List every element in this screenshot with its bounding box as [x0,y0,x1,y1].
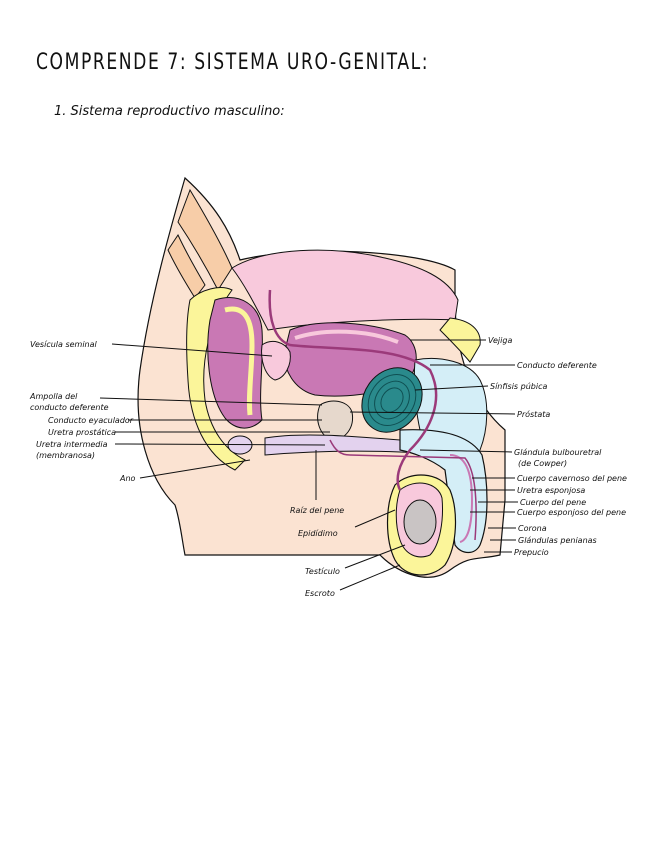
label-prostata: Próstata [517,409,550,419]
page-title: COMPRENDE 7: SISTEMA URO-GENITAL: [36,50,430,75]
yellow-fat-posterior [186,287,246,471]
urethra-line [329,439,477,541]
label-prepucio: Prepucio [514,548,549,557]
label-raiz-pene: Raíz del pene [290,506,344,515]
label-epididimo: Epidídimo [298,529,338,538]
pubic-symphysis-ring3 [380,387,404,413]
leader-lines-right [349,339,518,553]
label-uretra-intermedia-1: Uretra intermedia [36,440,108,449]
label-sinfisis-pubica: Sínfisis púbica [490,382,547,391]
label-cuerpo-esponjoso: Cuerpo esponjoso del pene [517,508,626,517]
sacrum-bone [177,188,233,291]
label-glandula-bulbouretral-2: (de Cowper) [518,459,567,468]
label-ano: Ano [119,474,136,483]
abdominal-pink [231,249,459,331]
label-escroto: Escroto [305,589,335,598]
corpus-cavernosum [449,454,474,543]
testicle [403,499,437,545]
label-ampolla-2: conducto deferente [30,403,109,412]
prostate [317,400,354,441]
vas-deferens [268,289,438,491]
label-conducto-eyaculador: Conducto eyaculador [48,416,134,425]
label-corona: Corona [518,524,547,533]
page-subtitle: 1. Sistema reproductivo masculino: [54,104,285,119]
label-ampolla-1: Ampolla del [29,392,78,401]
label-testiculo: Testículo [305,567,340,576]
label-conducto-deferente: Conducto deferente [517,361,597,370]
label-glandulas-prepuciales: Glándulas penianas [518,536,597,545]
penis-shaft [399,429,488,554]
leader-lines-left [99,343,406,591]
pubic-symphysis-ring2 [374,380,410,420]
rectum-lining [224,306,255,416]
label-uretra-prostatica: Uretra prostática [48,428,116,437]
label-uretra-esponjosa: Uretra esponjosa [517,486,585,495]
label-cuerpo-pene: Cuerpo del pene [520,498,586,507]
label-cuerpo-cavernoso: Cuerpo cavernoso del pene [517,474,627,483]
bladder-wall [294,329,399,344]
label-vesicula-seminal: Vesícula seminal [30,340,98,349]
label-vejiga: Vejiga [488,336,512,345]
seminal-vesicle [261,341,291,381]
label-glandula-bulbouretral-1: Glándula bulbouretral [514,448,602,457]
label-uretra-intermedia-2: (membranosa) [36,451,95,460]
